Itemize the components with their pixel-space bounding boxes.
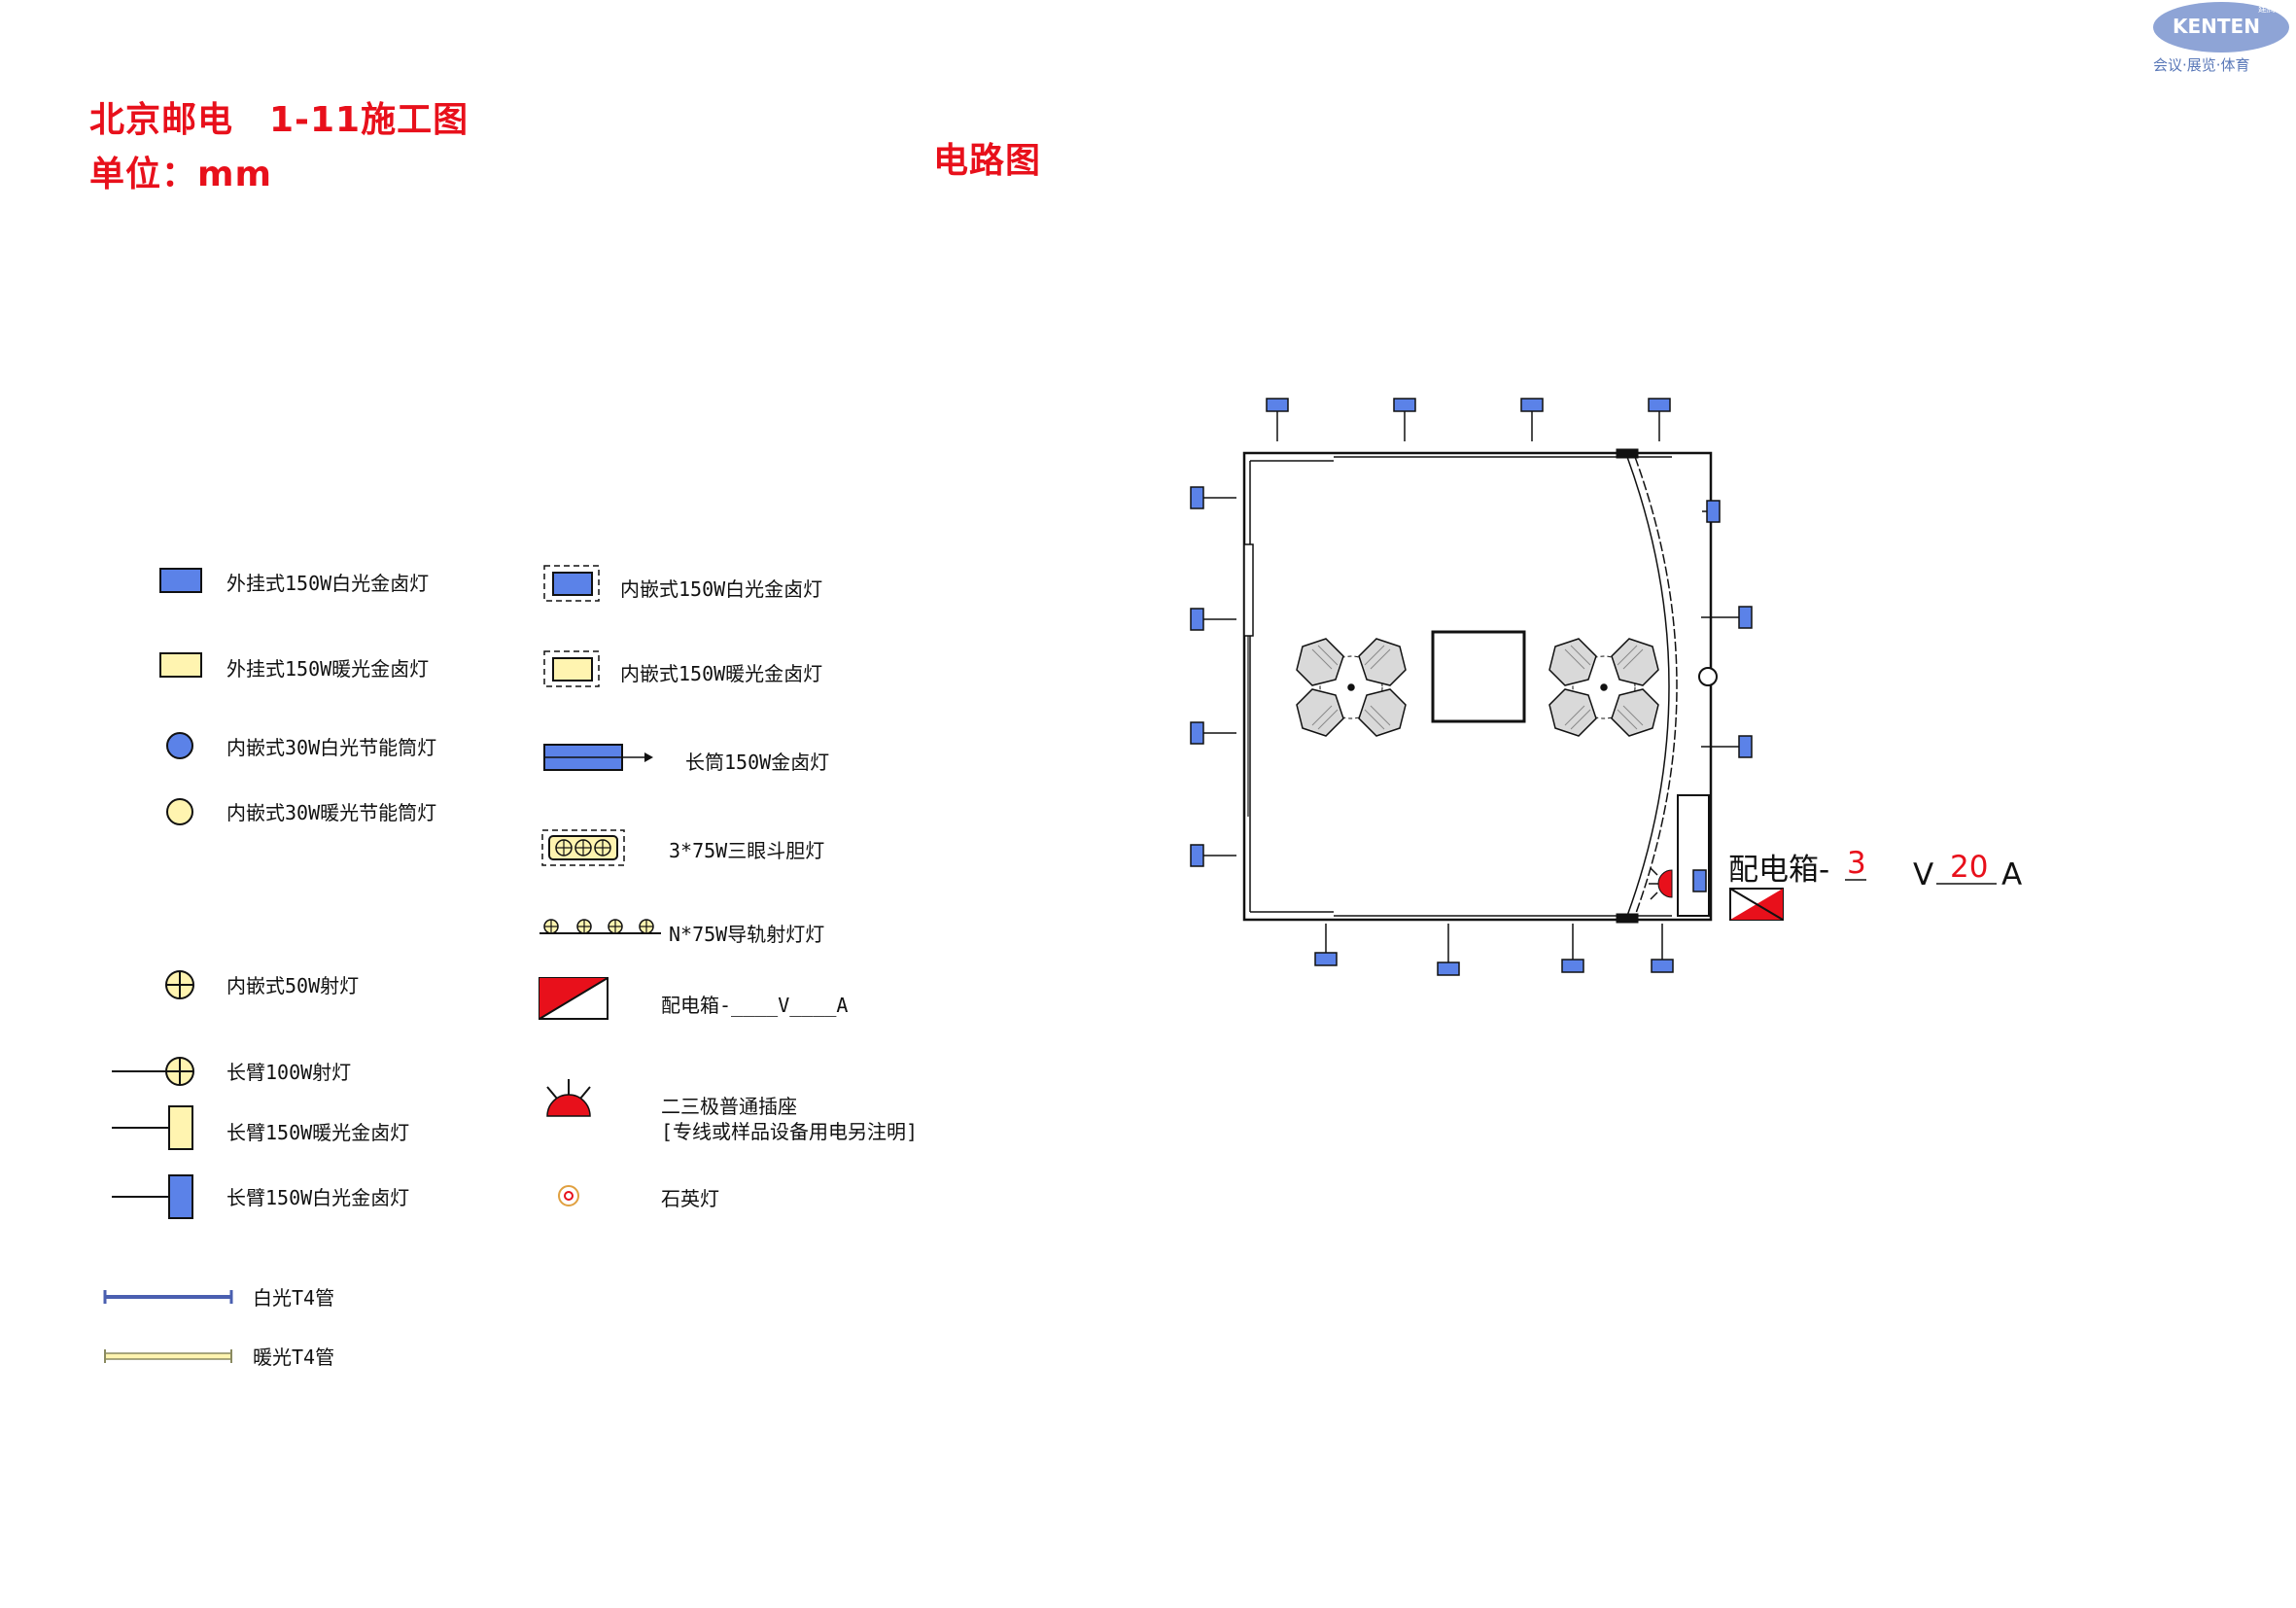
recessed-150w-warm-halogen-icon bbox=[543, 650, 600, 687]
diagram-title: 电路图 bbox=[933, 141, 1042, 181]
unit-line: 单位：mm bbox=[89, 155, 273, 194]
dist-box-voltage-unit: V bbox=[1913, 857, 1933, 892]
logo-ellipse bbox=[2153, 2, 2289, 52]
logo-small-mark: 建腾 bbox=[2258, 3, 2276, 15]
legend-label: 内嵌式30W暖光节能筒灯 bbox=[226, 801, 437, 824]
booth-walls bbox=[1242, 448, 1713, 924]
warm-t4-tube-icon bbox=[104, 1349, 232, 1363]
legend-note: [专线或样品设备用电另注明] bbox=[661, 1120, 919, 1143]
legend-label: N*75W导轨射灯灯 bbox=[669, 923, 825, 946]
legend-left: 外挂式150W白光金卤灯 外挂式150W暖光金卤灯 内嵌式30W白光节能筒灯 内… bbox=[97, 544, 505, 1400]
wall-150w-white-halogen-icon bbox=[159, 568, 202, 593]
seating-group-left bbox=[1296, 638, 1407, 737]
legend-label: 长筒150W金卤灯 bbox=[685, 751, 830, 774]
legend-label: 长臂150W暖光金卤灯 bbox=[226, 1121, 410, 1144]
dist-box-current: 20 bbox=[1950, 850, 1988, 885]
left-arm-lights bbox=[1190, 486, 1236, 867]
legend-right: 内嵌式150W白光金卤灯 内嵌式150W暖光金卤灯 长筒150W金卤灯 3*75… bbox=[530, 554, 957, 1235]
project-title: 北京邮电 1-11施工图 bbox=[89, 100, 470, 140]
white-t4-tube-icon bbox=[103, 1290, 233, 1304]
floor-plan: 配电箱- 380 bbox=[1166, 379, 1911, 1001]
dist-box-current-unit: A bbox=[2001, 857, 2022, 892]
legend-label: 暖光T4管 bbox=[253, 1346, 335, 1369]
long-tube-150w-halogen-icon bbox=[543, 744, 653, 771]
kenten-logo: KENTEN 建腾 会议·展览·体育 bbox=[2143, 0, 2289, 78]
logo-tagline: 会议·展览·体育 bbox=[2153, 56, 2250, 74]
logo-brand: KENTEN bbox=[2173, 15, 2260, 38]
legend-label: 二三极普通插座 bbox=[661, 1095, 797, 1118]
bottom-arm-lights bbox=[1314, 924, 1674, 976]
legend-label: 长臂150W白光金卤灯 bbox=[226, 1186, 410, 1209]
wall-150w-warm-halogen-icon bbox=[159, 652, 202, 678]
legend-label: 内嵌式150W白光金卤灯 bbox=[620, 577, 823, 601]
recessed-150w-white-halogen-icon bbox=[543, 565, 600, 602]
dist-box-values: V 20 A bbox=[1911, 848, 2028, 896]
arm-150w-warm-halogen-icon bbox=[112, 1105, 193, 1150]
legend-label: 内嵌式150W暖光金卤灯 bbox=[620, 662, 823, 685]
distribution-box-icon bbox=[539, 977, 609, 1020]
recessed-50w-spotlight-icon bbox=[165, 970, 194, 999]
legend-label: 内嵌式30W白光节能筒灯 bbox=[226, 736, 437, 759]
plan-power-socket bbox=[1649, 867, 1673, 900]
plan-distribution-box bbox=[1729, 888, 1784, 921]
right-arm-lights bbox=[1692, 500, 1753, 892]
legend-label: 石英灯 bbox=[661, 1187, 719, 1210]
legend-label: 内嵌式50W射灯 bbox=[226, 974, 360, 997]
arm-100w-spotlight-icon bbox=[112, 1057, 194, 1086]
dist-box-prefix: 配电箱- bbox=[1728, 853, 1829, 888]
arm-150w-white-halogen-icon bbox=[112, 1174, 193, 1219]
recessed-30w-warm-downlight-icon bbox=[166, 798, 193, 825]
storage-room bbox=[1677, 794, 1710, 917]
legend-label: 白光T4管 bbox=[253, 1286, 335, 1310]
top-arm-lights bbox=[1266, 398, 1671, 441]
center-table bbox=[1431, 630, 1526, 723]
legend-label: 3*75W三眼斗胆灯 bbox=[669, 839, 825, 862]
curved-wall bbox=[1626, 456, 1718, 917]
triple-75w-grille-light-icon bbox=[541, 829, 625, 866]
legend-label: 长臂100W射灯 bbox=[226, 1061, 352, 1084]
plan-distribution-label: 配电箱- 380 bbox=[1728, 846, 1911, 888]
track-75w-spotlight-icon bbox=[539, 919, 661, 934]
legend-label: 配电箱-____V____A bbox=[661, 994, 849, 1017]
quartz-light-icon bbox=[558, 1185, 579, 1206]
seating-group-right bbox=[1548, 638, 1659, 737]
legend-label: 外挂式150W暖光金卤灯 bbox=[226, 657, 430, 681]
power-socket-icon bbox=[546, 1079, 591, 1117]
legend-label: 外挂式150W白光金卤灯 bbox=[226, 572, 430, 595]
dist-box-voltage: 380 bbox=[1847, 846, 1866, 881]
recessed-30w-white-downlight-icon bbox=[166, 732, 193, 759]
